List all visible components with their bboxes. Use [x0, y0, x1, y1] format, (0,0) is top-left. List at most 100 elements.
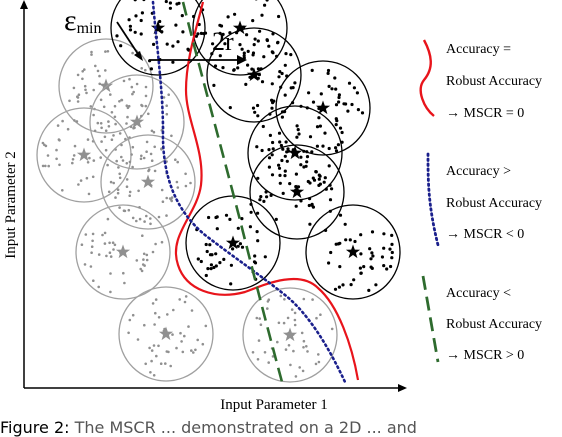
class-a-point: [99, 156, 102, 159]
class-b-point: [293, 81, 297, 85]
class-a-point: [76, 96, 80, 99]
class-a-point: [103, 242, 107, 245]
class-a-point: [91, 232, 95, 236]
legend-3-line2: Robust Accuracy: [446, 317, 542, 332]
boundary-robust-equal: [175, 1, 360, 381]
class-b-point: [139, 18, 143, 23]
class-a-point: [145, 214, 148, 218]
class-a-point: [81, 77, 84, 81]
class-a-point: [88, 156, 91, 160]
class-b-point: [347, 81, 352, 85]
epsilon-arrow: [116, 21, 141, 58]
class-a-point: [165, 112, 169, 116]
class-b-point: [285, 159, 289, 163]
class-b-point: [327, 261, 331, 265]
class-a-point: [131, 92, 134, 96]
class-b-point: [312, 178, 317, 182]
class-b-point: [253, 110, 257, 114]
class-b-point: [343, 222, 347, 226]
class-a-point: [257, 339, 261, 342]
class-b-point: [152, 42, 156, 47]
class-a-cluster: [89, 74, 185, 170]
class-a-point: [129, 125, 133, 129]
class-b-point: [329, 250, 333, 255]
class-b-point: [171, 60, 175, 64]
class-b-point: [390, 250, 394, 255]
class-a-point: [294, 375, 298, 378]
class-a-point: [319, 313, 322, 317]
class-b-point: [369, 257, 373, 261]
class-b-point: [321, 144, 325, 148]
class-a-point: [104, 50, 107, 53]
class-a-point: [68, 99, 71, 103]
class-b-point: [340, 130, 344, 135]
class-a-point: [152, 130, 156, 134]
class-b-point: [297, 132, 301, 136]
class-b-point: [286, 149, 291, 153]
class-a-point: [144, 104, 148, 108]
class-a-point: [89, 105, 93, 108]
class-b-point: [270, 153, 274, 157]
class-b-circle: [247, 105, 343, 201]
class-b-point: [359, 252, 363, 256]
class-a-point: [77, 93, 81, 96]
class-a-point: [154, 298, 158, 301]
class-b-point: [215, 215, 219, 219]
class-a-point: [289, 363, 292, 367]
class-b-point: [171, 44, 175, 48]
class-a-point: [292, 349, 295, 353]
class-b-point: [207, 215, 211, 220]
class-b-point: [294, 172, 298, 176]
class-a-point: [130, 153, 133, 156]
class-b-point: [358, 266, 362, 270]
class-a-point: [100, 126, 103, 130]
class-b-point: [149, 67, 153, 71]
class-b-point: [260, 13, 264, 17]
class-a-point: [293, 318, 297, 322]
class-b-point: [194, 34, 198, 38]
class-a-point: [311, 298, 314, 301]
class-a-point: [106, 217, 110, 221]
class-a-point: [43, 143, 46, 147]
class-b-circle: [275, 60, 371, 156]
class-b-point: [305, 160, 309, 164]
class-b-point: [327, 146, 331, 151]
class-a-point: [81, 70, 84, 73]
class-b-point: [277, 14, 281, 19]
class-a-point: [56, 124, 60, 127]
class-a-point: [98, 74, 101, 78]
class-b-point: [283, 154, 287, 158]
class-b-point: [323, 176, 327, 180]
class-b-point: [360, 111, 365, 115]
class-a-point: [154, 242, 157, 246]
class-b-point: [236, 244, 240, 248]
class-b-point: [204, 242, 208, 247]
class-a-point: [113, 243, 117, 247]
class-a-point: [83, 68, 86, 71]
class-b-point: [244, 82, 248, 86]
class-b-point: [280, 115, 284, 119]
class-a-point: [144, 68, 147, 72]
class-a-center-star-icon: [98, 78, 114, 93]
class-a-point: [266, 307, 269, 310]
class-b-point: [256, 103, 260, 108]
class-a-point: [57, 138, 61, 141]
class-b-point: [288, 182, 292, 186]
class-b-point: [389, 264, 393, 269]
class-b-point: [240, 217, 244, 221]
class-b-point: [174, 23, 178, 27]
class-b-point: [209, 267, 213, 271]
class-a-point: [71, 161, 74, 165]
class-b-point: [310, 150, 314, 154]
class-a-point: [157, 215, 161, 219]
class-b-point: [255, 230, 259, 234]
class-a-point: [93, 129, 97, 133]
class-b-point: [276, 40, 280, 44]
class-b-point: [348, 238, 352, 242]
class-b-point: [196, 32, 200, 36]
class-a-point: [118, 172, 121, 176]
class-b-point: [245, 33, 249, 37]
class-a-point: [112, 181, 115, 185]
class-b-point: [281, 191, 285, 195]
class-a-point: [298, 366, 302, 369]
